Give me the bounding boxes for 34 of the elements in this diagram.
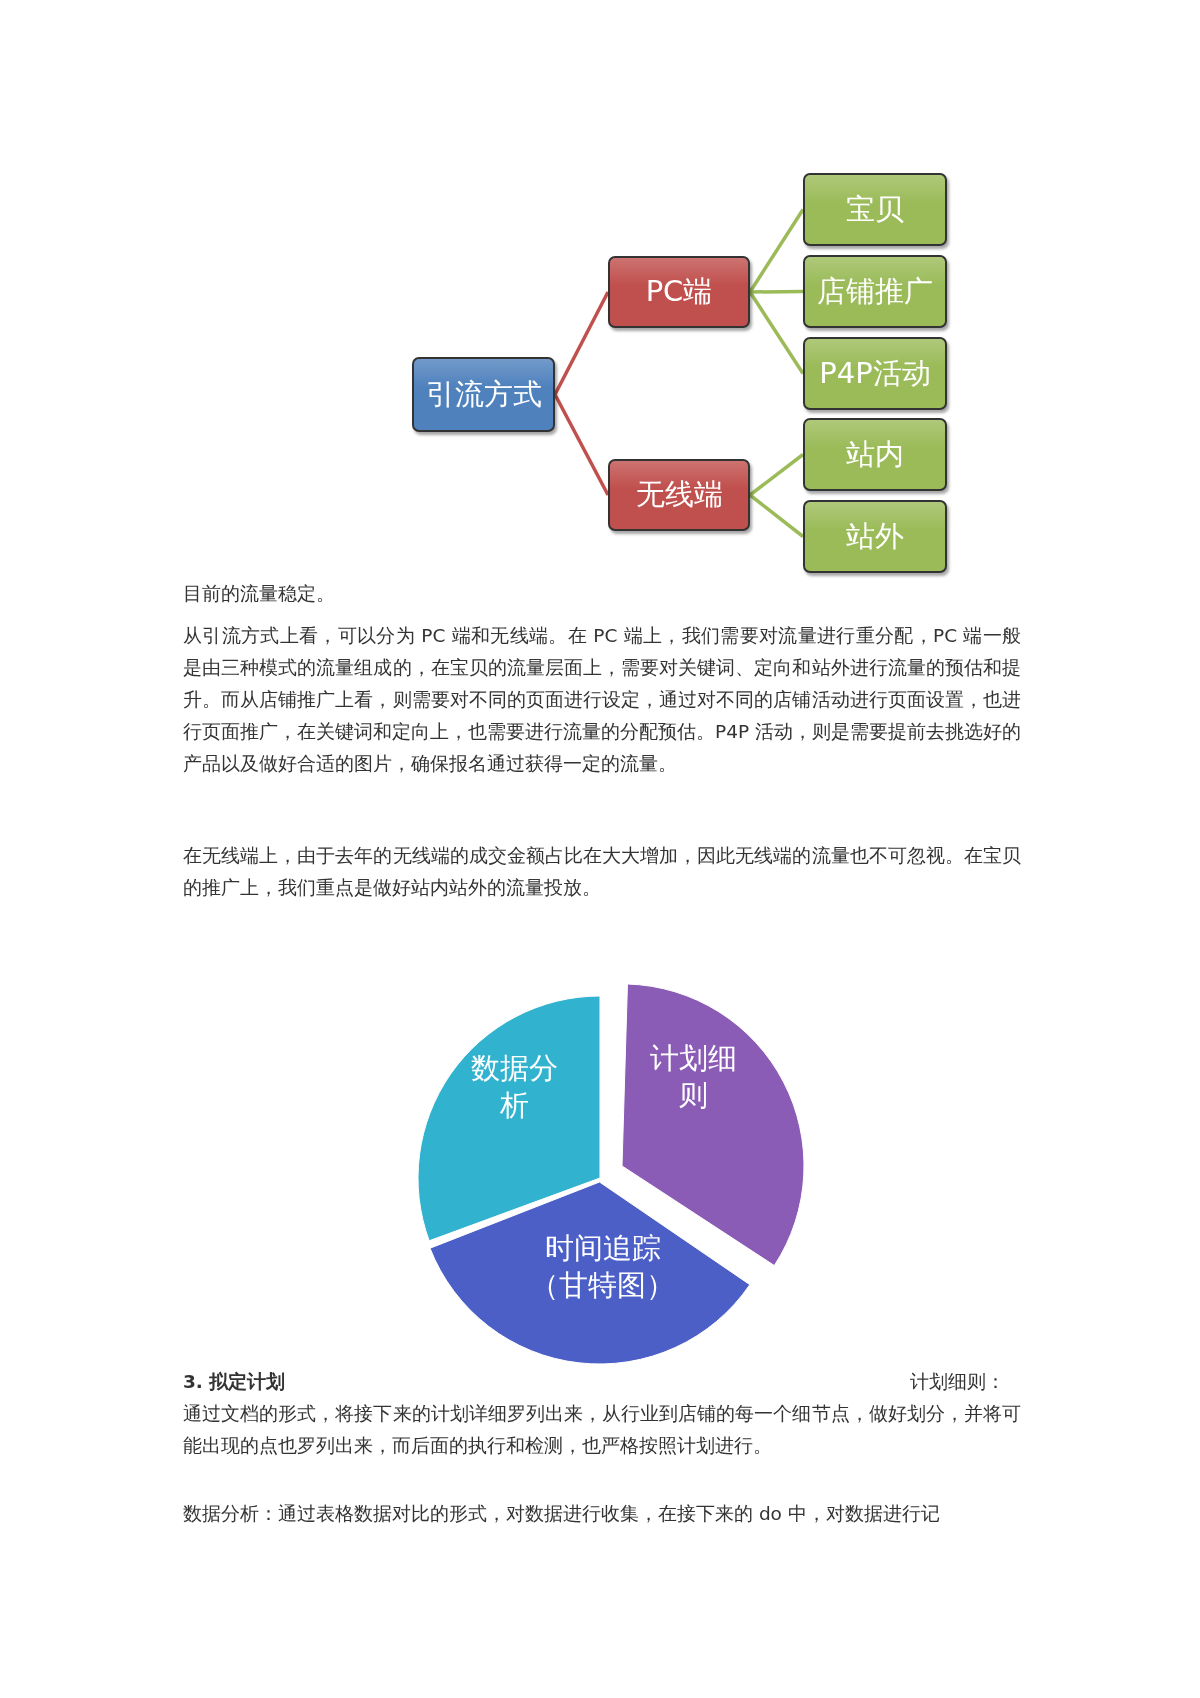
- root-box: [412, 357, 555, 432]
- box-label: 宝贝: [846, 190, 904, 228]
- connector-line: [553, 393, 610, 496]
- box-label: 站内: [846, 435, 904, 473]
- box-label: 无线端: [635, 476, 723, 513]
- connector-line: [748, 208, 805, 293]
- paragraph-text: 数据分析：通过表格数据对比的形式，对数据进行收集，在接下来的 do 中，对数据进行记: [183, 1502, 941, 1526]
- connector-line: [748, 291, 805, 375]
- box-label: 店铺推广: [817, 272, 933, 310]
- paragraph-text: 从引流方式上看，可以分为 PC 端和无线端。在 PC 端上，我们需要对流量进行重分配，PC 端一般是由三种模式的流量组成的，在宝贝的流量层面上，需要对关键词、定向和站外进行流量的预估和提升。而从店铺推广上看，则需要对不同的页面进行设定，通过对不同的店铺活动进行页面设置，也进行页面推广，在关键词和定向上，也需要进行流量的分配预估。P4P 活动，则是需要提前去挑选好的产品以及做好合适的图片，确保报名通过获得一定的流量。: [183, 624, 1021, 776]
- paragraph-text: 通过文档的形式，将接下来的计划详细罗列出来，从行业到店铺的每一个细节点，做好划分，并将可能出现的点也罗列出来，而后面的执行和检测，也严格按照计划进行。: [183, 1402, 1021, 1458]
- connector-line: [748, 493, 805, 538]
- category-box: [608, 256, 750, 328]
- subheading-text: 计划细则：: [910, 1370, 1005, 1394]
- category-box: [803, 173, 947, 246]
- box-label: 引流方式: [425, 375, 542, 413]
- paragraph-text: 目前的流量稳定。: [183, 582, 336, 606]
- category-box: [608, 459, 750, 531]
- pie-slice: [430, 1182, 751, 1364]
- box-label: P4P活动: [819, 354, 931, 392]
- slice-label: 时间追踪（甘特图）: [529, 1230, 677, 1304]
- box-label: 站外: [846, 517, 904, 555]
- category-box: [803, 255, 947, 328]
- connector-line: [553, 291, 610, 396]
- category-box: [803, 418, 947, 491]
- category-box: [803, 337, 947, 410]
- slice-label: 计划细则: [648, 1040, 738, 1114]
- box-label: PC端: [645, 273, 713, 310]
- connector-line: [748, 453, 805, 497]
- paragraph-text: 在无线端上，由于去年的无线端的成交金额占比在大大增加，因此无线端的流量也不可忽视。在宝贝的推广上，我们重点是做好站内站外的流量投放。: [183, 844, 1021, 900]
- connector-line: [750, 289, 803, 294]
- section-heading: 3. 拟定计划: [183, 1370, 286, 1394]
- category-box: [803, 500, 947, 573]
- slice-label: 数据分析: [470, 1050, 560, 1124]
